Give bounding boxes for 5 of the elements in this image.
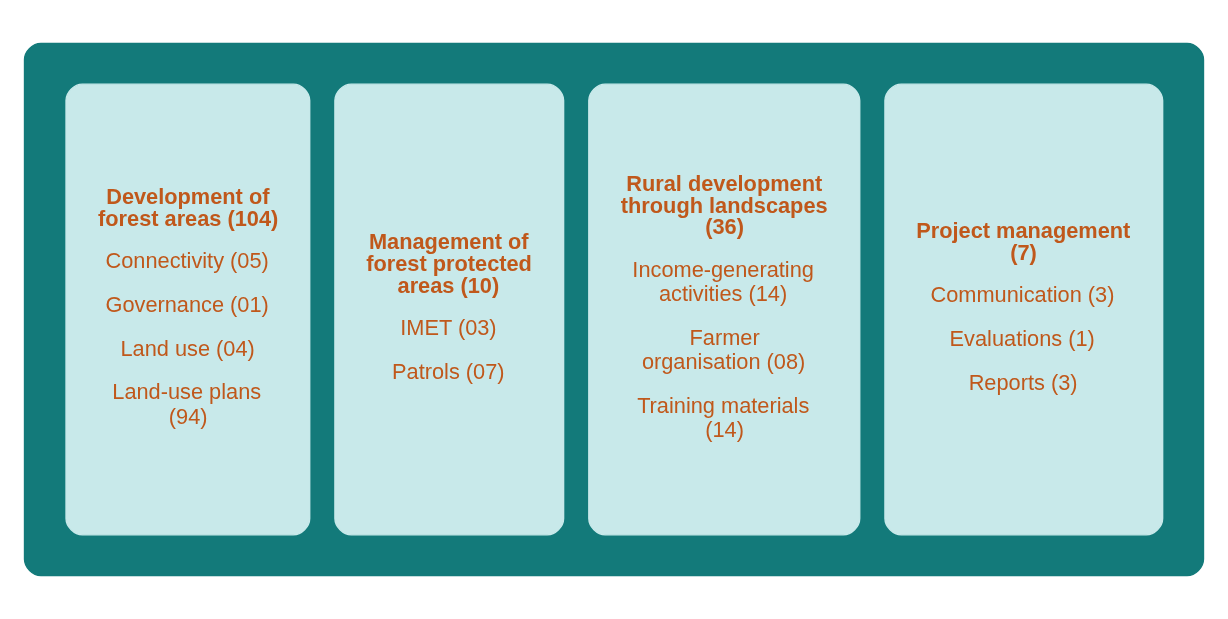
node-box: Development of forest areas (104) Connectivity (05) Governance (01) Land use (04) Land-use plans (94) xyxy=(65,83,311,536)
node-box: Project management (7) Communication (3) Evaluations (1) Reports (3) xyxy=(884,83,1164,536)
cluster xyxy=(23,42,1205,577)
node-box: Management of forest protected areas (10) IMET (03) Patrols (07) xyxy=(334,83,565,536)
node-box: Rural development through landscapes (36) Income-generating activities (14) Farmer organisation (08) Training materials (14) xyxy=(588,83,861,536)
